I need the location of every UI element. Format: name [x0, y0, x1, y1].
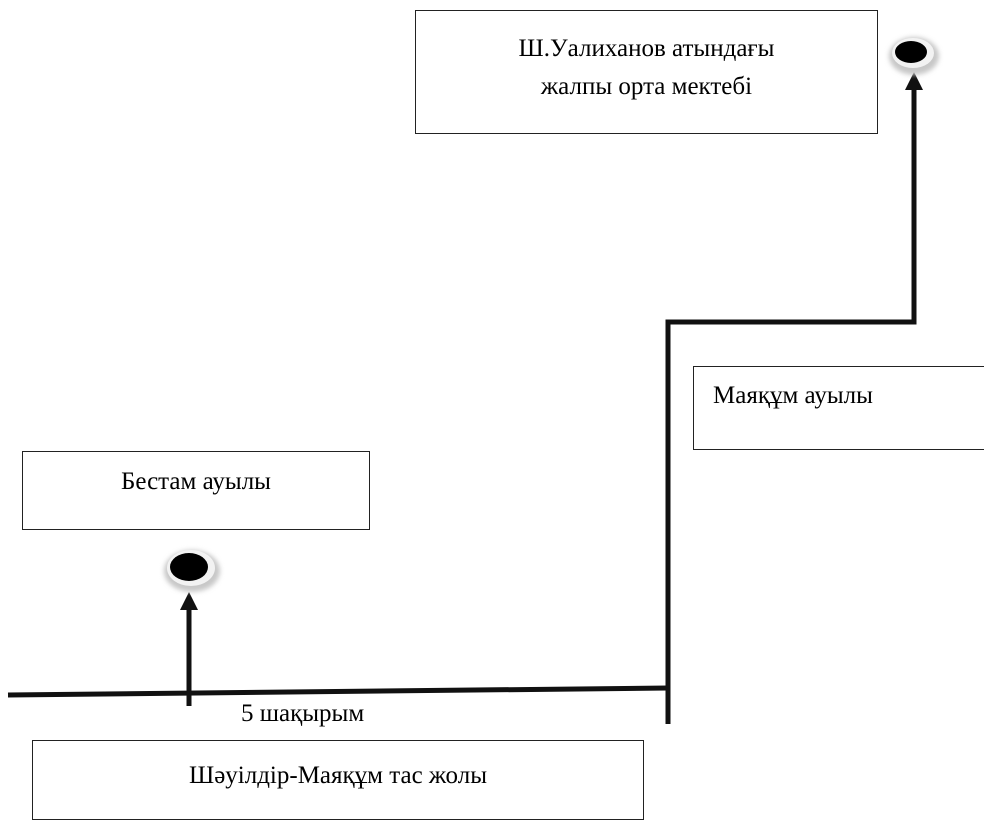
arrow-up-icon [180, 592, 198, 610]
mayakum-village-box: Маяқұм ауылы [693, 366, 984, 450]
school-name-line-1: Ш.Уалиханов атындағы [518, 35, 775, 62]
main-road-line [7, 685, 669, 698]
location-dot-icon [889, 37, 939, 75]
route-to-school-line [665, 88, 917, 724]
school-label-box: Ш.Уалиханов атындағы жалпы орта мектебі [415, 10, 878, 134]
road-name-label: Шәуілдір-Маяқұм тас жолы [188, 762, 488, 789]
road-name-box: Шәуілдір-Маяқұм тас жолы [32, 740, 644, 820]
location-dot-icon [164, 550, 220, 592]
distance-label: 5 шақырым [241, 700, 365, 727]
school-name-line-2: жалпы орта мектебі [540, 73, 753, 100]
bestam-village-box: Бестам ауылы [22, 451, 370, 530]
mayakum-village-label: Маяқұм ауылы [713, 382, 873, 409]
arrow-up-icon [905, 72, 923, 90]
bestam-village-label: Бестам ауылы [121, 468, 271, 495]
